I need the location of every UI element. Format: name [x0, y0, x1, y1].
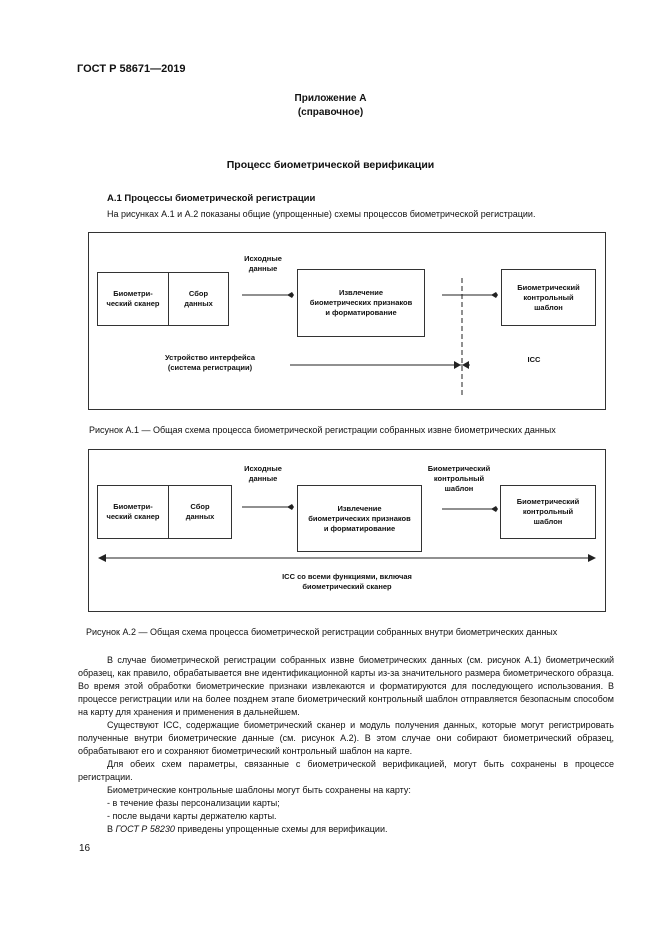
fig2-capture-label: Сбор данных [185, 502, 215, 521]
fig1-source-data-label: Исходные данные [244, 254, 282, 273]
fig2-source-data-label: Исходные данные [244, 464, 282, 483]
paragraph-5-prefix: В [107, 824, 116, 834]
fig2-capture-box: Сбор данных [168, 485, 232, 539]
paragraph-4: Биометрические контрольные шаблоны могут… [107, 785, 411, 795]
appendix-name: Приложение А [294, 93, 367, 104]
fig1-interface-arrow [290, 361, 470, 369]
fig1-capture-label: Сбор данных [184, 289, 213, 308]
fig2-arrow-to-template [442, 506, 498, 512]
paragraph-1: В случае биометрической регистрации собр… [78, 655, 614, 717]
appendix-heading: Приложение А (справочное) [0, 92, 661, 120]
fig2-arrow-to-extraction [242, 504, 294, 510]
figure-a1-caption: Рисунок А.1 — Общая схема процесса биоме… [89, 425, 556, 435]
fig2-scanner-label: Биометри- ческий сканер [106, 502, 160, 521]
fig2-template-label: Биометрический контрольный шаблон [516, 497, 580, 526]
figure-a1-frame [88, 232, 606, 410]
standard-reference-link: ГОСТ Р 58230 [115, 824, 175, 834]
figure-a2-frame [88, 449, 606, 612]
section-intro: На рисунках А.1 и А.2 показаны общие (уп… [107, 209, 536, 219]
fig1-boundary-line [461, 278, 463, 396]
list-item: - в течение фазы персонализации карты; [107, 798, 280, 808]
fig2-template-box: Биометрический контрольный шаблон [500, 485, 596, 539]
appendix-type: (справочное) [297, 107, 364, 118]
fig1-template-box: Биометрический контрольный шаблон [501, 269, 596, 326]
fig1-extraction-box: Извлечение биометрических признаков и фо… [297, 269, 425, 337]
section-heading: А.1 Процессы биометрической регистрации [107, 193, 316, 204]
fig1-icc-label: ICC [527, 355, 541, 364]
fig1-arrow-to-template [442, 292, 498, 298]
fig1-scanner-box: Биометри- ческий сканер [97, 272, 169, 326]
page-number: 16 [79, 843, 91, 854]
body-text: В случае биометрической регистрации собр… [78, 654, 614, 836]
list-item: - после выдачи карты держателю карты. [107, 811, 277, 821]
fig2-icc-full-label: ICC со всеми функциями, включая биометри… [282, 572, 412, 591]
fig1-template-label: Биометрический контрольный шаблон [517, 282, 580, 312]
fig1-capture-box: Сбор данных [168, 272, 229, 326]
fig1-scanner-label: Биометри- ческий сканер [106, 289, 160, 308]
fig2-extraction-box: Извлечение биометрических признаков и фо… [297, 485, 422, 552]
figure-a2-caption: Рисунок А.2 — Общая схема процесса биоме… [86, 627, 558, 637]
fig2-scanner-box: Биометри- ческий сканер [97, 485, 169, 539]
paragraph-3: Для обеих схем параметры, связанные с би… [78, 759, 614, 782]
document-header: ГОСТ Р 58671—2019 [77, 63, 186, 75]
paragraph-5: В ГОСТ Р 58230 приведены упрощенные схем… [78, 823, 614, 836]
fig2-template-arrow-label: Биометрический контрольный шаблон [427, 464, 491, 493]
paragraph-5-suffix: приведены упрощенные схемы для верификац… [174, 824, 388, 834]
fig2-extraction-label: Извлечение биометрических признаков и фо… [308, 503, 411, 533]
fig1-extraction-label: Извлечение биометрических признаков и фо… [309, 288, 413, 317]
fig1-interface-label: Устройство интерфейса (система регистрац… [164, 353, 256, 372]
fig2-icc-span-arrow [98, 554, 596, 562]
appendix-title: Процесс биометрической верификации [226, 159, 435, 171]
paragraph-2: Существуют ICC, содержащие биометрически… [78, 720, 614, 756]
fig1-arrow-to-extraction [242, 292, 294, 298]
